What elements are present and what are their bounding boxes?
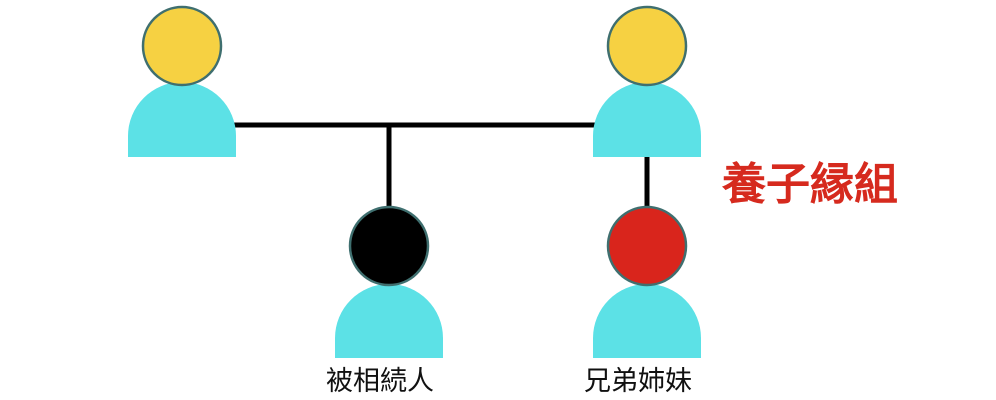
sibling-figure xyxy=(593,205,701,358)
parent-1-body xyxy=(128,82,236,157)
decedent-head xyxy=(348,205,430,287)
adoption-annotation: 養子縁組 xyxy=(722,159,898,210)
sibling-head xyxy=(606,205,688,287)
parent-1-figure xyxy=(128,5,236,157)
parent-1-head xyxy=(141,5,223,87)
parent-2-head xyxy=(606,5,688,87)
parent-2-figure xyxy=(593,5,701,157)
decedent-label: 被相続人 xyxy=(326,366,434,397)
decedent-figure xyxy=(335,205,443,358)
parent-2-body xyxy=(593,82,701,157)
sibling-body xyxy=(593,284,701,358)
connector-lines xyxy=(234,122,650,212)
siblings-label: 兄弟姉妹 xyxy=(584,366,692,397)
decedent-body xyxy=(335,284,443,358)
